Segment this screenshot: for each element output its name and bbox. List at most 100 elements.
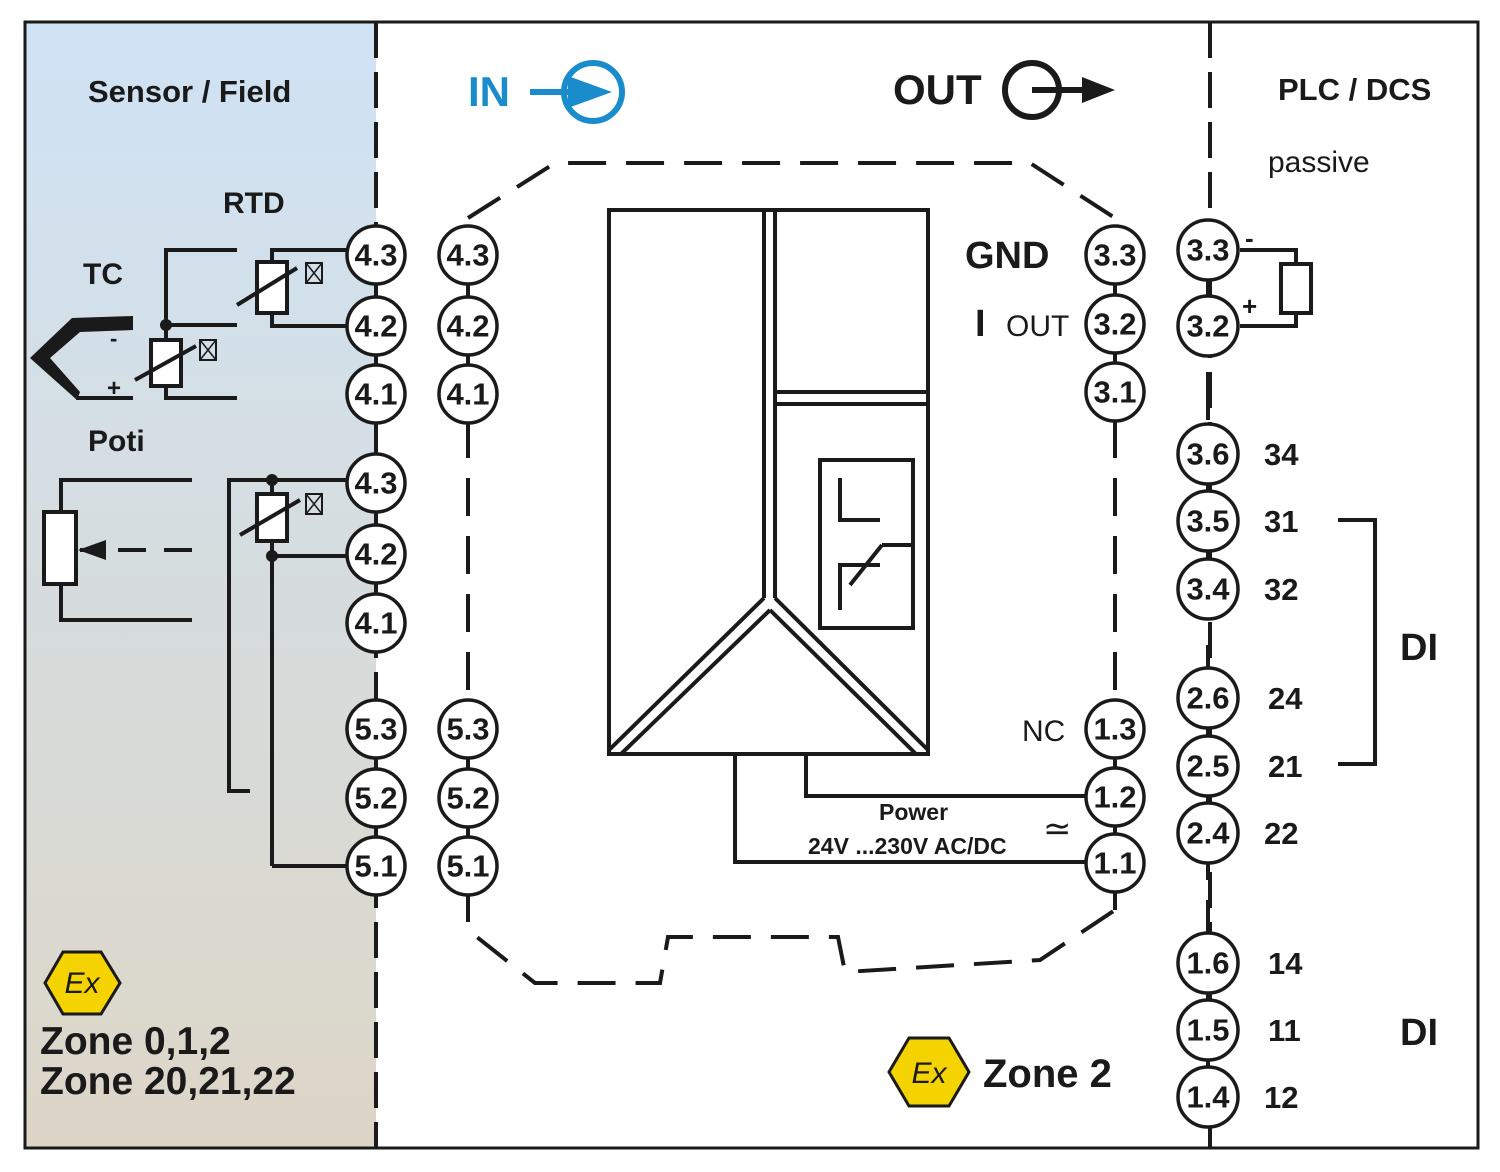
terminal-left-outer: 5.2 <box>345 767 407 829</box>
field-zone-line1: Zone 0,1,2 <box>40 1020 231 1063</box>
terminal-left-outer: 4.3 <box>345 452 407 514</box>
tc-cjc-resistor-icon <box>134 338 217 388</box>
svg-text:4.1: 4.1 <box>354 377 397 412</box>
terminal-left-outer: 4.2 <box>345 295 407 357</box>
svg-text:5.1: 5.1 <box>354 849 397 884</box>
i-out-letter: I <box>975 303 986 345</box>
svg-text:3.3: 3.3 <box>1093 238 1136 273</box>
rtd-label: RTD <box>223 187 285 220</box>
terminal-plc: 3.5 <box>1176 489 1240 553</box>
left-inner-terminals: 4.3 4.2 4.1 5.3 5.2 5.1 <box>437 224 499 897</box>
in-label: IN <box>468 68 510 115</box>
contact-number: 11 <box>1268 1013 1301 1048</box>
terminal-plc: 1.5 <box>1176 998 1240 1062</box>
terminal-left-inner: 5.3 <box>437 698 499 760</box>
tc-label: TC <box>83 258 123 291</box>
svg-text:1.2: 1.2 <box>1093 780 1136 815</box>
svg-text:4.3: 4.3 <box>354 238 397 273</box>
svg-text:Ex: Ex <box>911 1057 947 1090</box>
svg-text:4.1: 4.1 <box>354 606 397 641</box>
svg-text:4.1: 4.1 <box>446 377 489 412</box>
contact-number: 24 <box>1268 681 1303 716</box>
svg-text:4.2: 4.2 <box>354 537 397 572</box>
ex-device-icon: Ex <box>887 1036 971 1108</box>
outer-frame <box>23 20 1480 1150</box>
terminal-left-inner: 5.2 <box>437 767 499 829</box>
terminal-left-outer: 4.1 <box>345 592 407 654</box>
svg-text:1.6: 1.6 <box>1186 946 1229 981</box>
svg-text:2.4: 2.4 <box>1186 816 1230 851</box>
di-label-1: DI <box>1400 627 1438 669</box>
svg-text:5.3: 5.3 <box>354 712 397 747</box>
svg-text:1.3: 1.3 <box>1093 712 1136 747</box>
i-out-label: OUT <box>1006 310 1069 343</box>
terminal-left-inner: 4.2 <box>437 295 499 357</box>
left-outer-terminals: 4.3 4.2 4.1 4.3 4.2 4.1 5.3 5.2 5.1 <box>345 224 407 897</box>
nc-label: NC <box>1022 715 1065 748</box>
svg-text:1.4: 1.4 <box>1186 1080 1230 1115</box>
di-bracket <box>1338 518 1377 766</box>
terminal-right-inner: 1.1 <box>1084 832 1146 894</box>
terminal-plc: 3.6 <box>1176 422 1240 486</box>
terminal-right-inner: 1.2 <box>1084 766 1146 828</box>
contact-number: 32 <box>1264 572 1298 607</box>
device-outline <box>466 161 1117 985</box>
contact-number: 21 <box>1268 749 1302 784</box>
load-resistor-icon <box>1240 248 1313 328</box>
terminal-plc: 1.4 <box>1176 1065 1240 1129</box>
svg-text:Ex: Ex <box>64 967 100 1000</box>
tc-minus-label: - <box>110 326 117 351</box>
poti-label: Poti <box>88 425 145 458</box>
svg-text:5.2: 5.2 <box>446 781 489 816</box>
di-label-2: DI <box>1400 1012 1438 1054</box>
load-plus-label: + <box>1242 291 1257 321</box>
potentiometer-icon <box>42 478 192 622</box>
svg-text:4.3: 4.3 <box>354 466 397 501</box>
svg-text:4.3: 4.3 <box>446 238 489 273</box>
svg-text:2.5: 2.5 <box>1186 749 1229 784</box>
contact-number: 12 <box>1264 1080 1298 1115</box>
contact-number: 34 <box>1264 437 1299 472</box>
terminal-left-outer: 4.2 <box>345 523 407 585</box>
gnd-label: GND <box>965 235 1049 277</box>
svg-text:1.1: 1.1 <box>1093 846 1136 881</box>
svg-text:4.2: 4.2 <box>354 309 397 344</box>
in-arrow-icon <box>530 60 625 124</box>
svg-text:3.3: 3.3 <box>1186 233 1229 268</box>
passive-label: passive <box>1268 146 1370 179</box>
svg-text:3.2: 3.2 <box>1186 309 1229 344</box>
terminal-left-outer: 4.1 <box>345 363 407 425</box>
svg-text:5.1: 5.1 <box>446 849 489 884</box>
rtd-resistor-icon <box>235 260 323 315</box>
svg-text:2.6: 2.6 <box>1186 681 1229 716</box>
ex-field-icon: Ex <box>43 950 122 1016</box>
rtd-tc-wiring <box>160 248 346 400</box>
terminal-left-outer: 5.3 <box>345 698 407 760</box>
terminal-left-outer: 4.3 <box>345 224 407 286</box>
contact-number: 22 <box>1264 816 1298 851</box>
terminal-plc: 2.5 <box>1176 734 1240 798</box>
terminal-plc: 1.6 <box>1176 931 1240 995</box>
svg-text:1.5: 1.5 <box>1186 1013 1229 1048</box>
terminal-plc: 3.3 <box>1176 218 1240 282</box>
poti-resistor-icon <box>238 492 323 543</box>
plc-terminals: 3.33.23.63.53.42.62.52.41.61.51.4 <box>1176 218 1240 1129</box>
svg-text:4.2: 4.2 <box>446 309 489 344</box>
field-zone-line2: Zone 20,21,22 <box>40 1060 296 1103</box>
tc-plus-label: + <box>107 375 121 402</box>
device-module <box>607 208 930 756</box>
terminal-plc: 2.6 <box>1176 666 1240 730</box>
terminal-right-inner: 3.1 <box>1084 361 1146 423</box>
terminal-plc: 2.4 <box>1176 801 1240 865</box>
terminal-left-inner: 4.3 <box>437 224 499 286</box>
plc-dcs-heading: PLC / DCS <box>1278 72 1431 107</box>
svg-text:5.3: 5.3 <box>446 712 489 747</box>
terminal-right-inner: 3.3 <box>1084 224 1146 286</box>
poti-wiring <box>227 474 346 868</box>
out-arrow-icon <box>1002 60 1115 120</box>
ac-dc-symbol: ≃ <box>1043 810 1072 848</box>
terminal-plc: 3.2 <box>1176 294 1240 358</box>
contact-number: 14 <box>1268 946 1303 981</box>
